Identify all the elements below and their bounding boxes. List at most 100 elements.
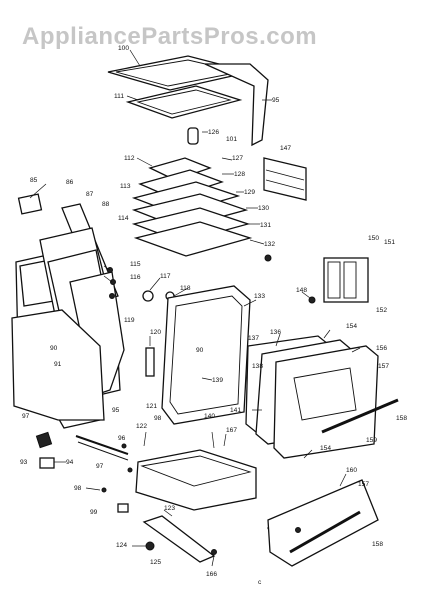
label-141: 141 — [230, 407, 241, 414]
leveling-bar-edge — [77, 441, 129, 461]
label-139: 139 — [212, 377, 223, 384]
label-158-bot: 158 — [372, 541, 383, 548]
label-130: 130 — [258, 205, 269, 212]
door-outer-panel — [273, 345, 379, 459]
door-frame — [161, 285, 251, 425]
left-body-panels — [11, 193, 189, 429]
lead-111 — [126, 95, 139, 101]
lead-122 — [143, 431, 147, 447]
bottom-assembly — [35, 431, 379, 567]
leveling-bar — [75, 435, 129, 455]
storage-drawer-top — [140, 455, 252, 487]
probe-wire — [173, 287, 189, 297]
lead-85 — [29, 183, 47, 199]
label-140: 140 — [204, 413, 215, 420]
front-panel — [11, 309, 105, 421]
watermark-text: AppliancePartsPros.com — [22, 23, 317, 50]
drawer-rail — [142, 515, 216, 563]
fastener — [308, 296, 316, 304]
label-150: 150 — [368, 235, 379, 242]
clip-part — [117, 503, 129, 513]
label-95-left: 95 — [112, 407, 120, 414]
storage-drawer — [135, 449, 257, 511]
door-window — [293, 367, 357, 421]
lead-156 — [351, 347, 361, 353]
label-123: 123 — [164, 505, 175, 512]
label-94: 94 — [66, 459, 74, 466]
cooktop-frame — [125, 85, 243, 119]
label-112: 112 — [124, 155, 135, 162]
label-99: 99 — [90, 509, 98, 516]
door-frame-inner — [169, 295, 243, 415]
label-152: 152 — [376, 307, 387, 314]
cooktop-top-assembly — [107, 55, 269, 147]
label-115: 115 — [130, 261, 141, 268]
panel-screw-3 — [109, 293, 115, 299]
label-158-top: 158 — [396, 415, 407, 422]
lead-123 — [163, 509, 173, 517]
label-133: 133 — [254, 293, 265, 300]
label-127: 127 — [232, 155, 243, 162]
label-88: 88 — [102, 201, 110, 208]
label-113: 113 — [120, 183, 131, 190]
label-87: 87 — [86, 191, 94, 198]
label-154-mid: 154 — [320, 445, 331, 452]
label-136: 136 — [270, 329, 281, 336]
lead-100 — [129, 49, 141, 67]
oven-door-assembly — [145, 285, 399, 459]
label-114: 114 — [118, 215, 129, 222]
lead-133 — [243, 299, 257, 307]
drawer-front-panel — [267, 479, 379, 567]
oven-liner-bottom — [133, 221, 253, 257]
anti-tip-bracket — [39, 457, 55, 469]
lead-154-mid — [303, 449, 313, 459]
drawer-screw — [295, 527, 301, 533]
label-157-bot: 157 — [358, 481, 369, 488]
small-screw — [264, 254, 272, 262]
part-labels: 100 111 95 126 101 147 112 127 128 113 1… — [20, 45, 407, 586]
leader-lines — [29, 49, 361, 567]
label-125: 125 — [150, 559, 161, 566]
label-132: 132 — [264, 241, 275, 248]
thermostat-knob — [142, 290, 154, 302]
corner-mark: c — [258, 579, 262, 586]
label-95-top: 95 — [272, 97, 280, 104]
label-119: 119 — [124, 317, 135, 324]
lead-166 — [211, 555, 215, 567]
bar-screw-3 — [101, 487, 107, 493]
side-back-panel — [204, 63, 269, 147]
label-91: 91 — [54, 361, 62, 368]
lead-148 — [301, 291, 311, 299]
label-97-mid: 97 — [96, 463, 104, 470]
label-120: 120 — [150, 329, 161, 336]
rack-set — [263, 157, 307, 201]
lead-160 — [339, 473, 347, 487]
lead-112 — [136, 157, 153, 167]
label-154-top: 154 — [346, 323, 357, 330]
label-96: 96 — [118, 435, 126, 442]
label-129: 129 — [244, 189, 255, 196]
label-111: 111 — [114, 93, 124, 100]
heating-coil-right — [343, 261, 357, 299]
label-100: 100 — [118, 45, 129, 52]
label-128: 128 — [234, 171, 245, 178]
lead-98-bot — [85, 487, 101, 491]
label-157-top: 157 — [378, 363, 389, 370]
label-167: 167 — [226, 427, 237, 434]
label-160: 160 — [346, 467, 357, 474]
panel-screw-2 — [110, 279, 116, 285]
bar-screw-1 — [121, 443, 127, 449]
label-101: 101 — [226, 136, 237, 143]
label-98-top: 98 — [154, 415, 162, 422]
lead-115 — [103, 265, 111, 271]
leveling-leg — [35, 431, 53, 449]
bar-screw-2 — [127, 467, 133, 473]
knob-part — [187, 127, 199, 145]
rack-line-2 — [265, 179, 305, 191]
lead-154-top — [323, 329, 331, 339]
label-118: 118 — [180, 285, 191, 292]
door-handle — [321, 398, 399, 434]
rack-line-1 — [265, 169, 305, 181]
rail-screw — [211, 549, 217, 555]
